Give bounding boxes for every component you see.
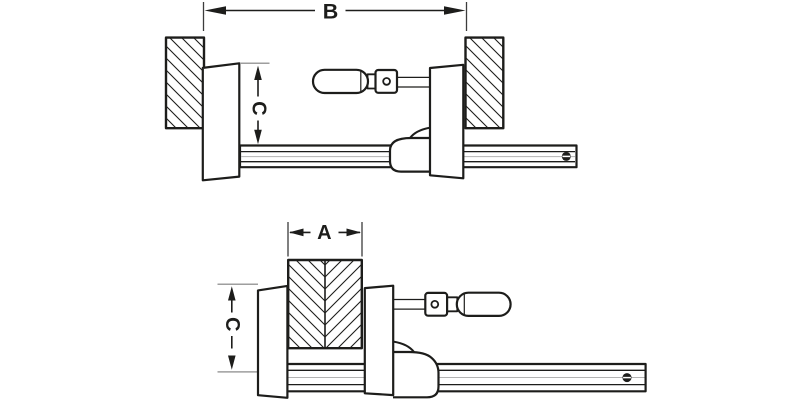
slider-body — [393, 350, 440, 399]
dimension-a-label: A — [317, 222, 331, 244]
slider-body-fillet — [409, 126, 432, 139]
movable-jaw — [363, 284, 395, 397]
spindle — [396, 76, 431, 88]
left-jaw — [256, 284, 289, 399]
bottom-clamp-head — [363, 284, 512, 399]
handle-grip — [311, 68, 370, 95]
dimension-b: B — [202, 0, 468, 31]
workpiece-left-half-hatch — [288, 260, 325, 349]
top-clamp-head — [311, 63, 465, 180]
bottom-diagram: A C — [217, 222, 647, 399]
workpiece-left — [164, 36, 206, 130]
workpiece-clamped — [287, 258, 364, 350]
handle-grip — [455, 291, 512, 318]
bottom-clamp-rail — [285, 362, 647, 393]
ferrule-hole — [382, 77, 391, 86]
top-diagram: B C — [164, 0, 578, 182]
dimension-c-top-arrow-down — [254, 129, 262, 145]
dimension-c-bottom-arrow-up — [228, 286, 236, 301]
dimension-c-top: C — [240, 62, 270, 145]
rail-profile-lines — [288, 369, 645, 386]
ferrule-hole — [430, 299, 440, 309]
dimension-c-top-arrow-up — [254, 65, 262, 80]
dimension-a-arrow-right — [346, 228, 361, 237]
left-jaw — [201, 62, 241, 182]
dimension-b-arrow-right — [444, 6, 466, 15]
dimension-b-label: B — [323, 0, 339, 24]
movable-jaw — [428, 63, 465, 180]
dimension-b-arrow-left — [204, 6, 226, 15]
dimension-a-arrow-left — [289, 228, 304, 237]
slider-body-fillet — [392, 340, 415, 353]
spindle — [393, 298, 428, 310]
dimension-c-top-label: C — [247, 101, 269, 115]
dimension-c-bottom-label: C — [221, 317, 243, 331]
dimension-a: A — [287, 222, 363, 257]
workpiece-right — [464, 36, 505, 130]
slider-body — [388, 136, 431, 173]
workpiece-right-half-hatch — [325, 260, 362, 349]
dimension-c-bottom-arrow-down — [228, 355, 236, 370]
